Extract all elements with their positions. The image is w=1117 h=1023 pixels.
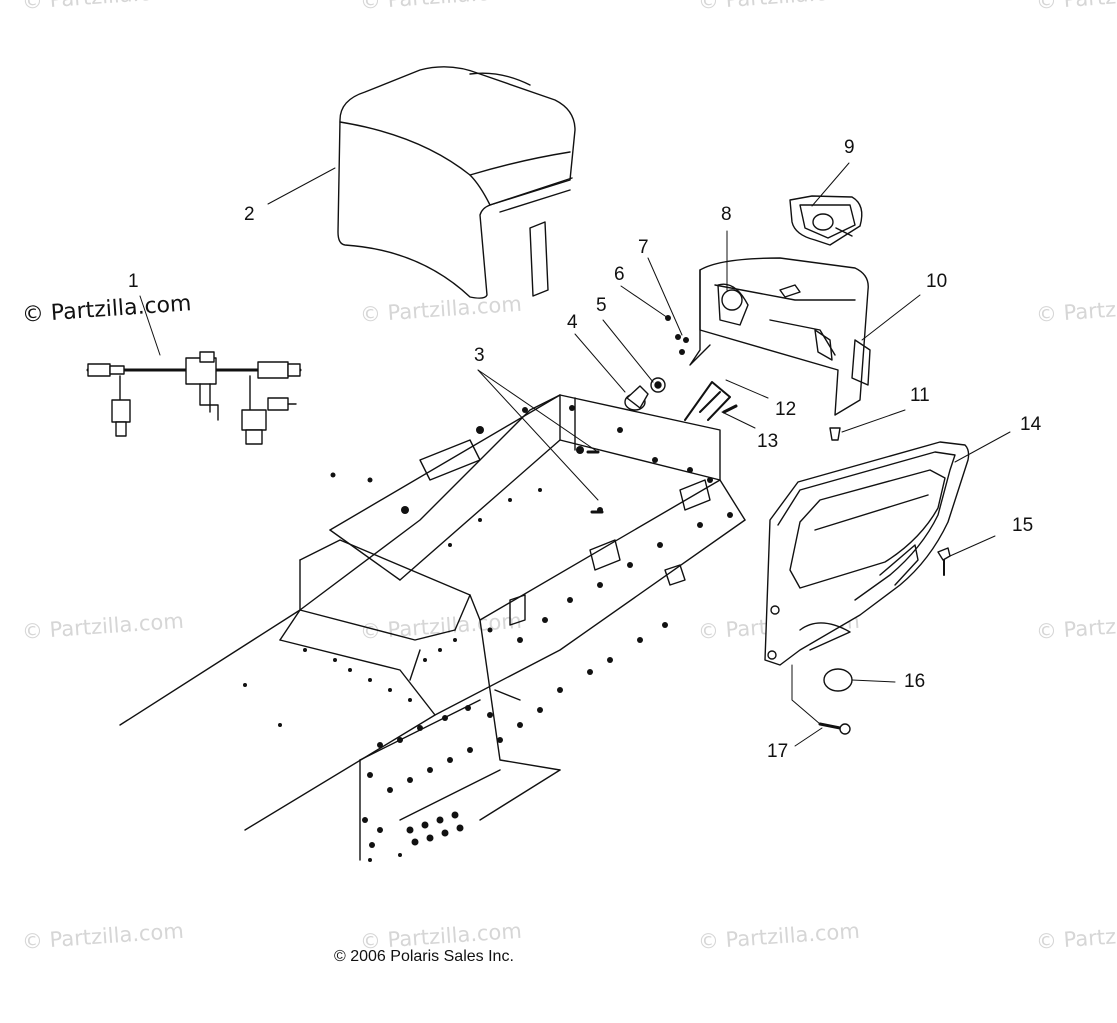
- plug-part: [823, 668, 853, 692]
- seat-part: [337, 66, 576, 299]
- screw-part: [829, 427, 841, 441]
- side-panel-part: [764, 441, 970, 666]
- callout-12: 12: [775, 399, 797, 420]
- callout-9: 9: [844, 137, 855, 158]
- callout-4: 4: [567, 312, 578, 333]
- wiring-harness-part: [86, 351, 302, 445]
- callout-5: 5: [596, 295, 607, 316]
- rear-housing-part: [689, 257, 871, 416]
- callout-1: 1: [128, 271, 139, 292]
- copyright-footer: © 2006 Polaris Sales Inc.: [334, 948, 514, 965]
- callout-17: 17: [767, 741, 789, 762]
- long-bolt-part: [818, 722, 851, 735]
- tunnel-chassis: [119, 394, 746, 861]
- chassis-holes: [243, 405, 733, 862]
- callout-2: 2: [244, 204, 255, 225]
- callout-13: 13: [757, 431, 779, 452]
- bolts-part: [586, 450, 604, 514]
- callout-11: 11: [910, 385, 930, 406]
- callout-10: 10: [926, 271, 948, 292]
- leader-lines: [139, 162, 1011, 747]
- callout-15: 15: [1012, 515, 1034, 536]
- callout-3: 3: [474, 345, 485, 366]
- callout-7: 7: [638, 237, 649, 258]
- tail-lens-part: [789, 195, 863, 246]
- callout-8: 8: [721, 204, 732, 225]
- callout-16: 16: [904, 671, 926, 692]
- push-pin-part: [937, 547, 951, 576]
- bulb-socket-part: [624, 377, 666, 411]
- bracket-part: [684, 381, 738, 421]
- callout-14: 14: [1020, 414, 1042, 435]
- callout-6: 6: [614, 264, 625, 285]
